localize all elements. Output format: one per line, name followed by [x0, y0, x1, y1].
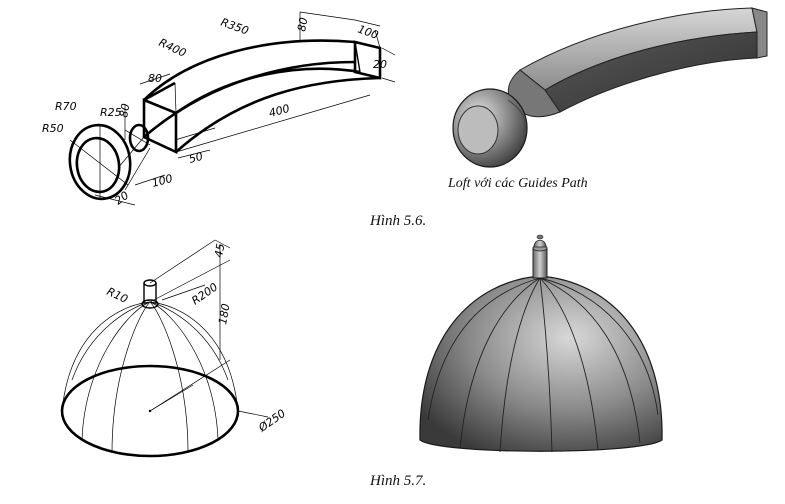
- dim-r10: R10: [105, 285, 130, 306]
- profile-rect: [353, 40, 382, 80]
- dim-400: 400: [267, 102, 291, 120]
- caption-5-7: Hình 5.7.: [369, 473, 426, 489]
- circle-r70: [68, 123, 132, 201]
- dim-r400: R400: [157, 36, 188, 60]
- dim-r50: R50: [42, 122, 64, 135]
- dim-r70: R70: [55, 100, 77, 113]
- dim-r350: R350: [219, 16, 250, 38]
- dim-dia250: Ø250: [255, 407, 288, 435]
- fig56-render: Loft với các Guides Path: [447, 7, 768, 191]
- dim-r200: R200: [189, 280, 220, 307]
- dim-20-right: 20: [373, 58, 387, 71]
- dome-shape: [419, 275, 663, 452]
- dim-100-bottom: 100: [150, 172, 174, 190]
- fig56-wireframe: R70 R50 R25 R400 R350 80 80 80 100 20 40…: [42, 11, 396, 208]
- dim-80-top: 80: [295, 16, 310, 32]
- circle-r50: [75, 136, 121, 194]
- render-caption: Loft với các Guides Path: [447, 176, 588, 191]
- dim-r25: R25: [100, 106, 122, 119]
- dim-50: 50: [187, 150, 204, 166]
- dim-20-bottom: 20: [112, 189, 131, 208]
- guide-arc-r350: [175, 67, 361, 115]
- dim-80-vert: 80: [117, 102, 132, 118]
- fig57-wireframe: 45 R10 R200 180 Ø250: [60, 239, 288, 458]
- dim-180: 180: [216, 303, 232, 326]
- fig57-render: [419, 234, 663, 453]
- dim-80-left: 80: [148, 72, 162, 85]
- caption-5-6: Hình 5.6.: [369, 213, 426, 229]
- dim-45: 45: [212, 242, 227, 258]
- guide-arc-r400: [143, 39, 356, 101]
